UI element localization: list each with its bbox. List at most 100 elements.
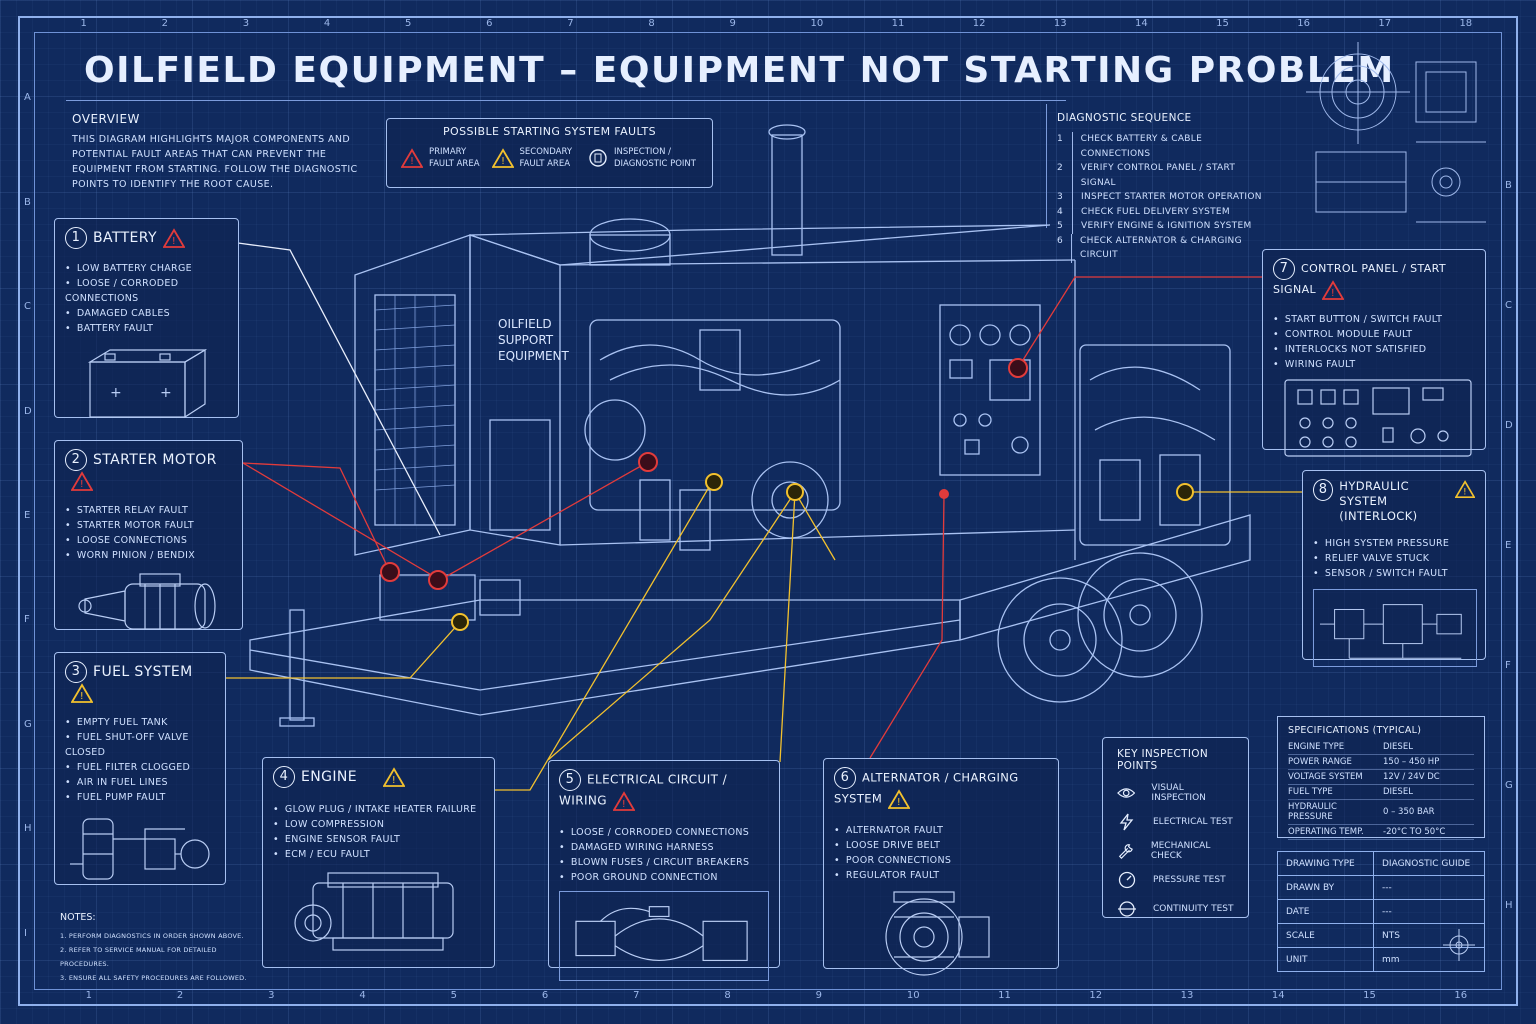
control-panel-icon [1284, 379, 1472, 457]
fault-item: ECM / ECU FAULT [273, 847, 484, 862]
ruler-mark: 11 [891, 18, 905, 29]
fault-item: DAMAGED CABLES [65, 306, 228, 321]
ruler-mark: 6 [486, 18, 493, 29]
spec-row: OPERATING TEMP.-20°C TO 50°C [1288, 824, 1474, 840]
ruler-mark: B [1505, 180, 1512, 191]
step-text: VERIFY CONTROL PANEL / START SIGNAL [1080, 163, 1236, 188]
sequence-heading: DIAGNOSTIC SEQUENCE [1057, 112, 1192, 124]
title-block-value: DIAGNOSTIC GUIDE [1373, 851, 1485, 876]
key-point-continuity: CONTINUITY TEST [1117, 894, 1234, 923]
fault-item: LOOSE / CORRODED CONNECTIONS [559, 825, 769, 840]
flange-detail-drawing [1306, 42, 1486, 223]
specs-heading: SPECIFICATIONS (TYPICAL) [1288, 725, 1422, 736]
fault-item: ENGINE SENSOR FAULT [273, 832, 484, 847]
note-item: 1. PERFORM DIAGNOSTICS IN ORDER SHOWN AB… [60, 932, 244, 940]
sequence-step: 4 CHECK FUEL DELIVERY SYSTEM [1057, 204, 1270, 219]
overview: OVERVIEW THIS DIAGRAM HIGHLIGHTS MAJOR C… [72, 112, 362, 192]
title-block-value: mm [1373, 947, 1485, 972]
fault-item: DAMAGED WIRING HARNESS [559, 840, 769, 855]
fault-item: CONTROL MODULE FAULT [1273, 327, 1475, 342]
notes: NOTES: 1. PERFORM DIAGNOSTICS IN ORDER S… [60, 912, 260, 985]
step-number: 4 [1057, 204, 1073, 219]
fault-item: STARTER RELAY FAULT [65, 503, 232, 518]
hydraulic-title: HYDRAULIC SYSTEM (INTERLOCK) [1339, 479, 1418, 523]
legend-heading: POSSIBLE STARTING SYSTEM FAULTS [443, 125, 656, 138]
svg-text:!: ! [410, 156, 414, 167]
fault-item: WORN PINION / BENDIX [65, 548, 232, 563]
fault-item: SENSOR / SWITCH FAULT [1313, 566, 1475, 581]
spec-key: VOLTAGE SYSTEM [1288, 769, 1383, 785]
alternator-title: ALTERNATOR / CHARGING SYSTEM [834, 770, 1019, 806]
fault-item: POOR CONNECTIONS [834, 853, 1048, 868]
ruler-mark: H [1505, 900, 1513, 911]
ruler-mark: F [24, 614, 30, 626]
ruler-mark: 4 [323, 18, 331, 29]
sequence-step: 5 VERIFY ENGINE & IGNITION SYSTEM [1057, 219, 1270, 234]
step-number: 1 [1057, 132, 1073, 161]
fault-item: POOR GROUND CONNECTION [559, 870, 769, 885]
legend-primary: PRIMARY FAULT AREA [429, 147, 480, 169]
step-number: 5 [1057, 219, 1073, 234]
svg-text:!: ! [500, 156, 504, 167]
fault-item: FUEL FILTER CLOGGED [65, 760, 215, 775]
ruler-mark: 14 [1271, 990, 1285, 1001]
step-text: VERIFY ENGINE & IGNITION SYSTEM [1081, 221, 1252, 231]
ruler-mark: 8 [724, 990, 731, 1001]
lightning-icon [1119, 813, 1134, 830]
ruler-mark: 14 [1135, 18, 1148, 29]
ruler-mark: E [1505, 540, 1512, 551]
fault-item: FUEL SHUT-OFF VALVE CLOSED [65, 730, 215, 760]
ruler-mark: 10 [810, 18, 824, 29]
electrical-number: 5 [559, 769, 581, 791]
ruler-mark: H [24, 823, 32, 835]
ruler-mark: I [24, 927, 27, 939]
ruler-mark: 15 [1216, 18, 1229, 29]
spec-value: DIESEL [1383, 784, 1474, 800]
inspection-point-icon [589, 149, 607, 167]
fuel-fault-list: EMPTY FUEL TANKFUEL SHUT-OFF VALVE CLOSE… [65, 715, 215, 805]
fault-legend: POSSIBLE STARTING SYSTEM FAULTS ! PRIMAR… [386, 118, 713, 188]
ruler-mark: 15 [1363, 990, 1376, 1001]
ruler-mark: 3 [242, 18, 250, 29]
ruler-mark: 11 [998, 990, 1011, 1001]
hydraulic-fault-list: HIGH SYSTEM PRESSURERELIEF VALVE STUCKSE… [1313, 536, 1475, 581]
ruler-mark: 9 [729, 18, 736, 29]
step-number: 2 [1057, 161, 1073, 190]
outer-frame [18, 16, 1518, 1006]
fault-item: GLOW PLUG / INTAKE HEATER FAILURE [273, 802, 484, 817]
ruler-mark: 13 [1180, 990, 1194, 1001]
control-title: CONTROL PANEL / START SIGNAL [1273, 262, 1447, 296]
fault-item: HIGH SYSTEM PRESSURE [1313, 536, 1475, 551]
gauge-icon [1118, 871, 1136, 888]
battery-fault-list: LOW BATTERY CHARGELOOSE / CORRODED CONNE… [65, 261, 228, 336]
step-text: CHECK FUEL DELIVERY SYSTEM [1081, 206, 1230, 217]
control-warning-icon: ! [1322, 280, 1345, 300]
ruler-mark: G [24, 718, 32, 730]
ruler-mark: 6 [541, 990, 549, 1001]
starter-title: STARTER MOTOR [93, 452, 217, 468]
legend-secondary: SECONDARY FAULT AREA [519, 147, 573, 169]
engine-title: ENGINE [301, 769, 358, 785]
title-underline [66, 100, 1066, 101]
battery-number: 1 [65, 227, 87, 249]
fault-item: LOW BATTERY CHARGE [65, 261, 228, 276]
ruler-mark: G [1505, 780, 1513, 791]
fault-item: LOW COMPRESSION [273, 817, 484, 832]
spec-key: HYDRAULIC PRESSURE [1288, 799, 1383, 825]
overview-text: THIS DIAGRAM HIGHLIGHTS MAJOR COMPONENTS… [72, 134, 358, 190]
fault-item: RELIEF VALVE STUCK [1313, 551, 1475, 566]
alternator-number: 6 [834, 767, 856, 789]
ruler-mark: 12 [1089, 990, 1103, 1001]
